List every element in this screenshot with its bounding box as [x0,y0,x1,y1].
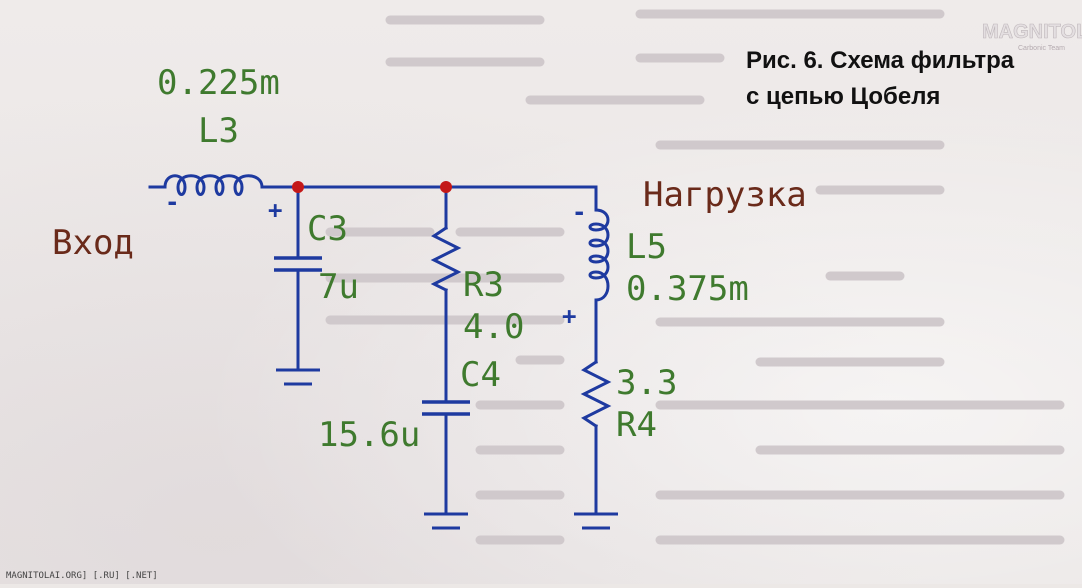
watermark-logo-subtitle: Carbonic Team [1018,45,1065,52]
input-port-label: Вход [52,223,134,263]
inductor-l3 [148,174,300,196]
l5-name-label: L5 [626,227,667,267]
ground-symbol-c4 [424,512,468,530]
l3-value-label: 0.225m [157,63,280,103]
r3-value-label: 4.0 [463,307,524,347]
c4-value-label: 15.6u [318,415,420,455]
r4-name-label: R4 [616,405,657,445]
r3-name-label: R3 [463,265,504,305]
c3-value-label: 7u [318,267,359,307]
watermark-logo: MAGNITOLA [982,21,1082,43]
figure-caption-line1: Рис. 6. Схема фильтра [746,47,1015,74]
l5-minus-mark: - [572,198,586,226]
figure-caption-line2: с цепью Цобеля [746,83,940,110]
resistor-r4 [580,359,612,429]
l3-name-label: L3 [198,111,239,151]
c3-name-label: C3 [307,209,348,249]
ground-symbol-c3 [276,368,320,386]
l3-minus-mark: - [165,188,179,216]
inductor-l5 [588,208,610,314]
junction-node-c3 [292,181,304,193]
r4-value-label: 3.3 [616,363,677,403]
l5-plus-mark: + [562,302,576,330]
c4-name-label: C4 [460,355,501,395]
load-port-label: Нагрузка [643,175,807,215]
footer-watermark: MAGNITOLAI.ORG] [.RU] [.NET] [6,571,158,581]
c3-plus-mark: + [268,196,282,224]
background-text-bleed [325,9,1065,545]
junction-node-r3 [440,181,452,193]
resistor-r3 [430,225,462,293]
l5-value-label: 0.375m [626,269,749,309]
ground-symbol-r4 [574,512,618,530]
